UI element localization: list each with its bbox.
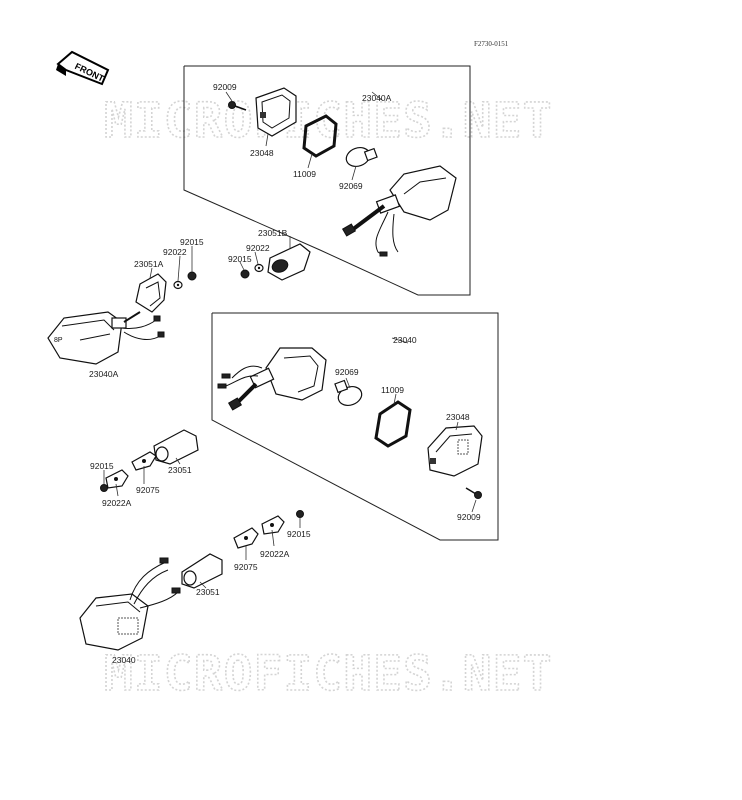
label-lower-23051-mid: 23051 bbox=[168, 465, 192, 475]
upper-panel-outline bbox=[183, 65, 471, 296]
leader-lines bbox=[103, 91, 477, 589]
bulb-92069-upper bbox=[345, 146, 378, 168]
washer-92022-upper-left bbox=[173, 280, 183, 290]
nut-92015-lower-left bbox=[100, 484, 108, 492]
socket-23051B bbox=[267, 243, 311, 281]
lower-panel-outline bbox=[211, 312, 499, 541]
label-upper-92015-right: 92015 bbox=[228, 254, 252, 264]
label-upper-92069: 92069 bbox=[339, 181, 363, 191]
nut-92015-upper-right bbox=[240, 269, 250, 279]
washer-92075-left bbox=[131, 451, 157, 471]
label-upper-92009: 92009 bbox=[213, 82, 237, 92]
label-upper-23051B: 23051B bbox=[258, 228, 288, 238]
gasket-11009-lower bbox=[374, 400, 412, 448]
label-upper-92022-right: 92022 bbox=[246, 243, 270, 253]
plate-92022A-right bbox=[261, 515, 285, 535]
watermark-top: MICROFICHES.NET bbox=[104, 93, 552, 149]
label-lower-92075-left: 92075 bbox=[136, 485, 160, 495]
label-lower-92009: 92009 bbox=[457, 512, 481, 522]
label-upper-23051A: 23051A bbox=[134, 259, 164, 269]
screw-92009-lower bbox=[465, 487, 482, 499]
watermark-bottom: MICROFICHES.NET bbox=[104, 646, 552, 702]
label-lower-92022A-right: 92022A bbox=[260, 549, 290, 559]
housing-23040A-upper bbox=[341, 165, 457, 257]
socket-23051-mid bbox=[153, 429, 199, 465]
nut-92015-upper-left bbox=[187, 271, 197, 281]
housing-23040-bottom bbox=[79, 557, 181, 651]
label-bottom-23040: 23040 bbox=[112, 655, 136, 665]
housing-23040-lower bbox=[217, 347, 327, 411]
label-lower-92015-right: 92015 bbox=[287, 529, 311, 539]
gasket-11009-upper bbox=[302, 114, 338, 158]
socket-23051-bottom bbox=[181, 553, 223, 589]
screw-92009-upper bbox=[228, 101, 247, 111]
label-upper-11009: 11009 bbox=[293, 169, 316, 179]
label-upper-92022-left: 92022 bbox=[163, 247, 187, 257]
label-lower-23051-bottom: 23051 bbox=[196, 587, 220, 597]
lens-23048-lower bbox=[427, 425, 483, 477]
svg-text:8P: 8P bbox=[54, 337, 63, 344]
housing-23040A-left: 8P bbox=[47, 311, 165, 365]
socket-23051A bbox=[135, 273, 167, 313]
label-lower-92069: 92069 bbox=[335, 367, 359, 377]
label-left-23040A: 23040A bbox=[89, 369, 119, 379]
label-lower-23048: 23048 bbox=[446, 412, 470, 422]
part-labels: 92009 23040A 23048 11009 92069 23051B 92… bbox=[89, 82, 481, 665]
label-lower-92015-left: 92015 bbox=[90, 461, 114, 471]
nut-92015-lower-right bbox=[296, 510, 304, 518]
label-lower-92075-right: 92075 bbox=[234, 562, 258, 572]
washer-92075-right bbox=[233, 527, 259, 549]
front-arrow-icon: FRONT bbox=[56, 50, 110, 86]
plate-92022A-left bbox=[105, 469, 129, 489]
label-upper-23048: 23048 bbox=[250, 148, 274, 158]
label-lower-23040: 23040 bbox=[393, 335, 417, 345]
label-upper-23040A: 23040A bbox=[362, 93, 392, 103]
label-upper-92015-left: 92015 bbox=[180, 237, 204, 247]
bulb-92069-lower bbox=[334, 379, 363, 407]
lens-23048-upper bbox=[255, 87, 297, 137]
washer-92022-upper-right bbox=[254, 263, 264, 273]
diagram-code: F2730-0151 bbox=[474, 40, 509, 48]
label-lower-92022A-left: 92022A bbox=[102, 498, 132, 508]
label-lower-11009: 11009 bbox=[381, 385, 404, 395]
